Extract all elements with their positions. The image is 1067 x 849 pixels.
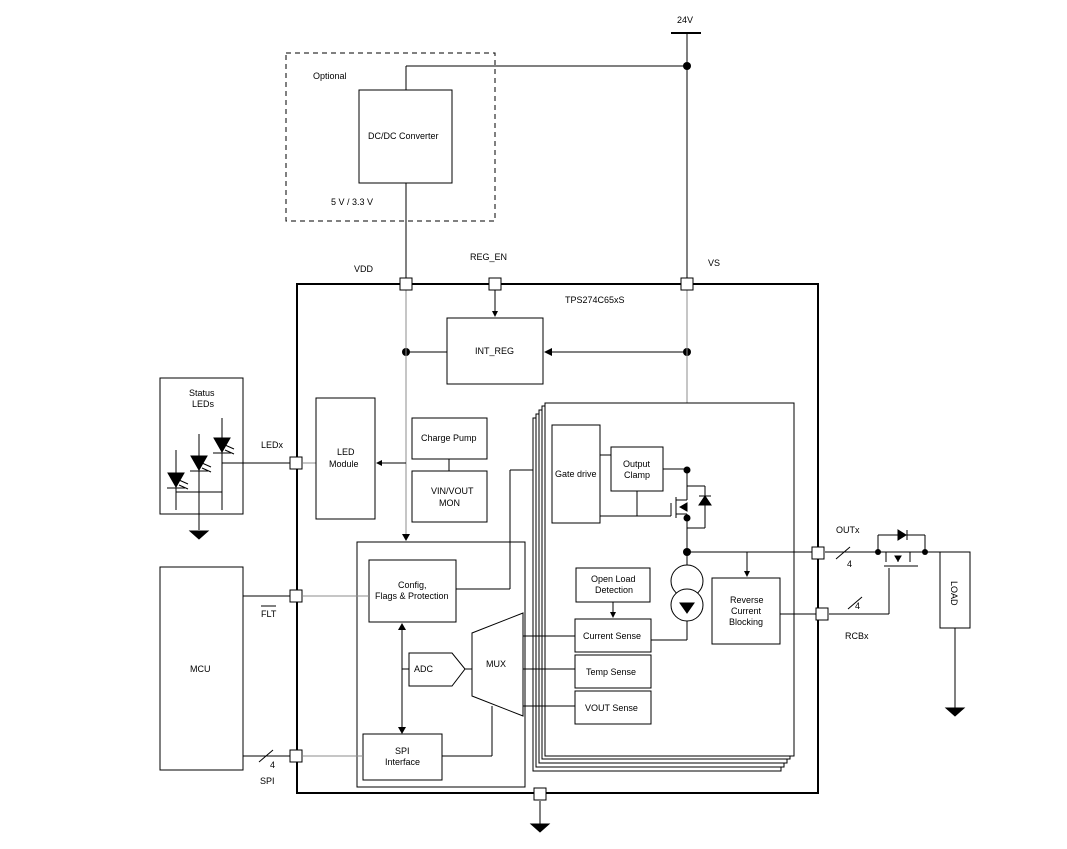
reverse-current-blocking-block (711, 577, 781, 645)
status-leds-block: Status LEDs (159, 377, 244, 540)
reverse-label-2: Current (731, 606, 762, 616)
pin-outx (811, 546, 825, 560)
pin-vdd (399, 277, 413, 291)
pin-gnd (533, 787, 547, 801)
power-mosfet-icon (670, 470, 712, 552)
ground-icon (529, 823, 551, 833)
pin-spi (289, 749, 303, 763)
open-load-label-1: Open Load (591, 574, 636, 584)
vout-sense-block (574, 690, 652, 725)
spi-width-label: 4 (270, 760, 275, 770)
status-leds-title-1: Status (189, 388, 215, 398)
pin-vs (680, 277, 694, 291)
pin-vdd-label: VDD (354, 264, 374, 274)
current-sense-label: Current Sense (583, 631, 641, 641)
chip-outline (296, 283, 819, 794)
supply-24v: 24V (405, 15, 701, 283)
spi-interface-block (362, 733, 443, 781)
open-load-label-2: Detection (595, 585, 633, 595)
config-flags-block (368, 559, 457, 623)
chip-name: TPS274C65xS (565, 295, 625, 305)
dcdc-output-label: 5 V / 3.3 V (331, 197, 373, 207)
output-clamp-label-1: Output (623, 459, 651, 469)
pin-rcbx-label: RCBx (845, 631, 869, 641)
reverse-label-3: Blocking (729, 617, 763, 627)
pin-spi-label: SPI (260, 776, 275, 786)
gate-drive-label: Gate drive (555, 469, 597, 479)
pin-reg-en (488, 277, 502, 291)
vout-sense-label: VOUT Sense (585, 703, 638, 713)
config-label-1: Config, (398, 580, 427, 590)
output-clamp-label-2: Clamp (624, 470, 650, 480)
logic-block (356, 541, 526, 788)
optional-block: Optional DC/DC Converter 5 V / 3.3 V (285, 52, 496, 279)
vin-vout-mon-block (411, 470, 488, 523)
pin-ledx (289, 456, 303, 470)
pin-flt-label: FLT (261, 609, 277, 619)
adc-label: ADC (414, 664, 434, 674)
outx-width-label: 4 (847, 559, 852, 569)
mon-label-2: MON (439, 498, 460, 508)
temp-sense-block (574, 654, 652, 689)
pin-reg-en-label: REG_EN (470, 252, 507, 262)
ground-icon (944, 707, 966, 717)
dcdc-converter-label: DC/DC Converter (368, 131, 439, 141)
int-reg-block (446, 317, 544, 385)
mux-label: MUX (486, 659, 506, 669)
config-label-2: Flags & Protection (375, 591, 449, 601)
temp-sense-label: Temp Sense (586, 667, 636, 677)
pin-ledx-label: LEDx (261, 440, 284, 450)
pin-vs-label: VS (708, 258, 720, 268)
reverse-label-1: Reverse (730, 595, 764, 605)
external-mosfet-icon (875, 529, 928, 567)
pin-rcbx (815, 607, 829, 621)
pin-flt (289, 589, 303, 603)
charge-pump-label: Charge Pump (421, 433, 477, 443)
rcbx-width-label: 4 (855, 601, 860, 611)
gate-drive-block (551, 424, 601, 524)
adc-block (408, 652, 466, 687)
mux-block (471, 612, 524, 717)
int-reg-label: INT_REG (475, 346, 514, 356)
led-module-block (315, 397, 376, 520)
led-module-label-1: LED (337, 447, 355, 457)
supply-label: 24V (677, 15, 693, 25)
status-leds-title-2: LEDs (192, 399, 215, 409)
mcu-label: MCU (190, 664, 211, 674)
open-load-detection-block (575, 567, 651, 603)
led-module-label-2: Module (329, 459, 359, 469)
mcu-block (159, 566, 244, 771)
optional-label: Optional (313, 71, 347, 81)
spi-interface-label-1: SPI (395, 746, 410, 756)
spi-interface-label-2: Interface (385, 757, 420, 767)
output-clamp-block (610, 446, 664, 492)
mon-label-1: VIN/VOUT (431, 486, 474, 496)
load-label: LOAD (949, 581, 959, 606)
pin-outx-label: OUTx (836, 525, 860, 535)
